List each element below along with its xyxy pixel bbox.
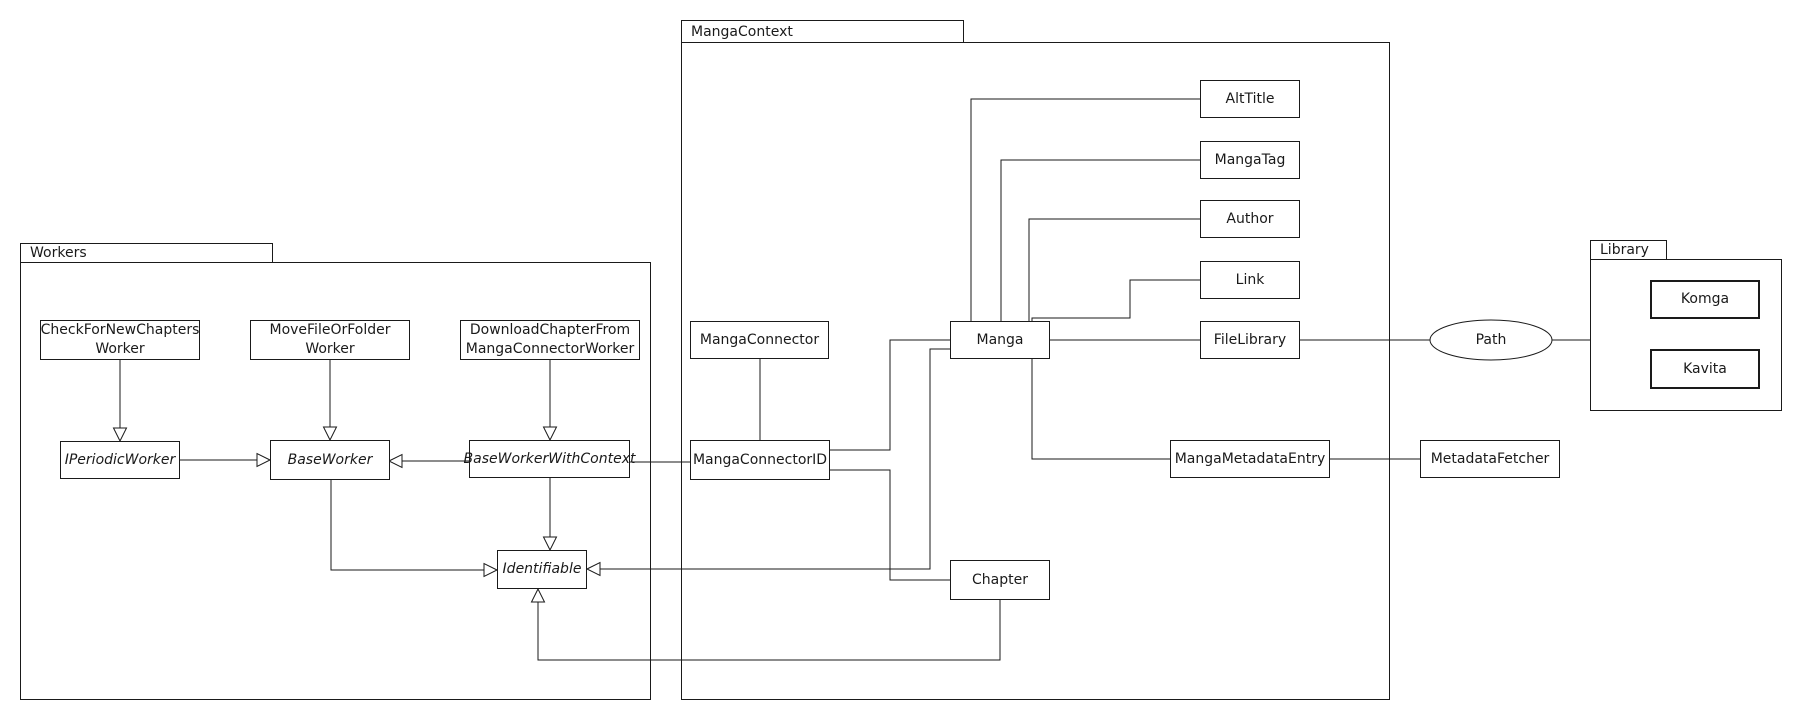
class-label: IPeriodicWorker	[64, 451, 176, 468]
class-label: CheckForNewChapters	[40, 322, 200, 338]
association-edge-manga-connector-id-to-chapter	[830, 469, 950, 581]
class-label: MetadataFetcher	[1430, 450, 1550, 467]
package-label-manga-context: MangaContext	[691, 23, 793, 40]
package-tab-workers: Workers	[20, 243, 273, 263]
class-label: MangaMetadataEntry	[1174, 450, 1326, 467]
generalization-arrowhead-check-for-new-chapters-worker-to-i-periodic-worker	[112, 427, 128, 443]
generalization-arrowhead-move-file-or-folder-worker-to-base-worker	[322, 426, 338, 442]
association-edge-manga-to-manga-tag	[1000, 159, 1200, 321]
class-label: FileLibrary	[1213, 331, 1287, 348]
class-label: Worker	[305, 341, 355, 357]
path-ellipse	[1429, 319, 1553, 361]
generalization-edge-base-worker-to-identifiable	[330, 480, 484, 571]
class-kavita: Kavita	[1650, 349, 1760, 389]
association-edge-manga-connector-id-to-manga	[830, 339, 950, 451]
package-body-manga-context	[681, 42, 1390, 700]
generalization-arrowhead-base-worker-to-identifiable	[483, 562, 499, 578]
class-label: MangaConnector	[699, 331, 820, 348]
class-label: Manga	[976, 331, 1024, 348]
class-manga-tag: MangaTag	[1200, 141, 1300, 179]
class-label: MangaConnectorID	[692, 451, 828, 468]
class-label: Komga	[1680, 291, 1730, 307]
class-label: Kavita	[1683, 360, 1727, 377]
generalization-arrowhead-manga-to-identifiable	[585, 561, 601, 577]
package-label-library: Library	[1600, 242, 1649, 258]
class-manga-connector-id: MangaConnectorID	[690, 440, 830, 480]
class-label: MoveFileOrFolder	[269, 322, 391, 338]
class-label: DownloadChapterFrom	[469, 322, 631, 338]
class-label: BaseWorker	[287, 451, 373, 468]
class-label: BaseWorkerWithContext	[463, 450, 636, 467]
generalization-arrowhead-download-chapter-from-manga-connector-worker-to-base-worker-with-context	[542, 426, 558, 442]
generalization-edge-manga-to-identifiable	[600, 348, 950, 570]
class-base-worker: BaseWorker	[270, 440, 390, 480]
class-link: Link	[1200, 261, 1300, 299]
association-edge-manga-to-author	[1028, 218, 1200, 321]
class-label: Author	[1226, 210, 1274, 227]
class-label: Chapter	[972, 571, 1028, 588]
class-identifiable: Identifiable	[497, 550, 587, 589]
class-label: MangaTag	[1214, 151, 1286, 168]
generalization-arrowhead-base-worker-with-context-to-base-worker	[387, 453, 403, 469]
class-author: Author	[1200, 200, 1300, 238]
association-edge-manga-to-manga-metadata-entry	[1031, 359, 1170, 460]
class-alt-title: AltTitle	[1200, 80, 1300, 118]
generalization-edge-chapter-to-identifiable	[537, 600, 1001, 661]
path-ellipse-label: Path	[1475, 332, 1507, 348]
class-komga: Komga	[1650, 280, 1760, 319]
class-i-periodic-worker: IPeriodicWorker	[60, 441, 180, 479]
generalization-arrowhead-i-periodic-worker-to-base-worker	[256, 452, 272, 468]
class-manga-metadata-entry: MangaMetadataEntry	[1170, 440, 1330, 478]
class-chapter: Chapter	[950, 560, 1050, 600]
package-body-workers	[20, 262, 651, 700]
class-manga-connector: MangaConnector	[690, 321, 829, 359]
class-file-library: FileLibrary	[1200, 321, 1300, 359]
class-metadata-fetcher: MetadataFetcher	[1420, 440, 1560, 478]
association-edge-manga-to-link	[1031, 279, 1200, 321]
class-label: Worker	[95, 341, 145, 357]
class-label: Identifiable	[502, 561, 582, 577]
class-label: AltTitle	[1225, 90, 1275, 107]
package-label-workers: Workers	[30, 245, 87, 261]
package-body-library	[1590, 259, 1782, 411]
class-base-worker-with-context: BaseWorkerWithContext	[464, 440, 635, 478]
class-label: MangaConnectorWorker	[465, 341, 635, 357]
association-edge-manga-to-alt-title	[970, 98, 1200, 321]
generalization-arrowhead-base-worker-with-context-to-identifiable	[542, 536, 558, 552]
class-label: Link	[1235, 271, 1265, 288]
generalization-arrowhead-chapter-to-identifiable	[530, 587, 546, 603]
class-manga: Manga	[950, 321, 1050, 359]
